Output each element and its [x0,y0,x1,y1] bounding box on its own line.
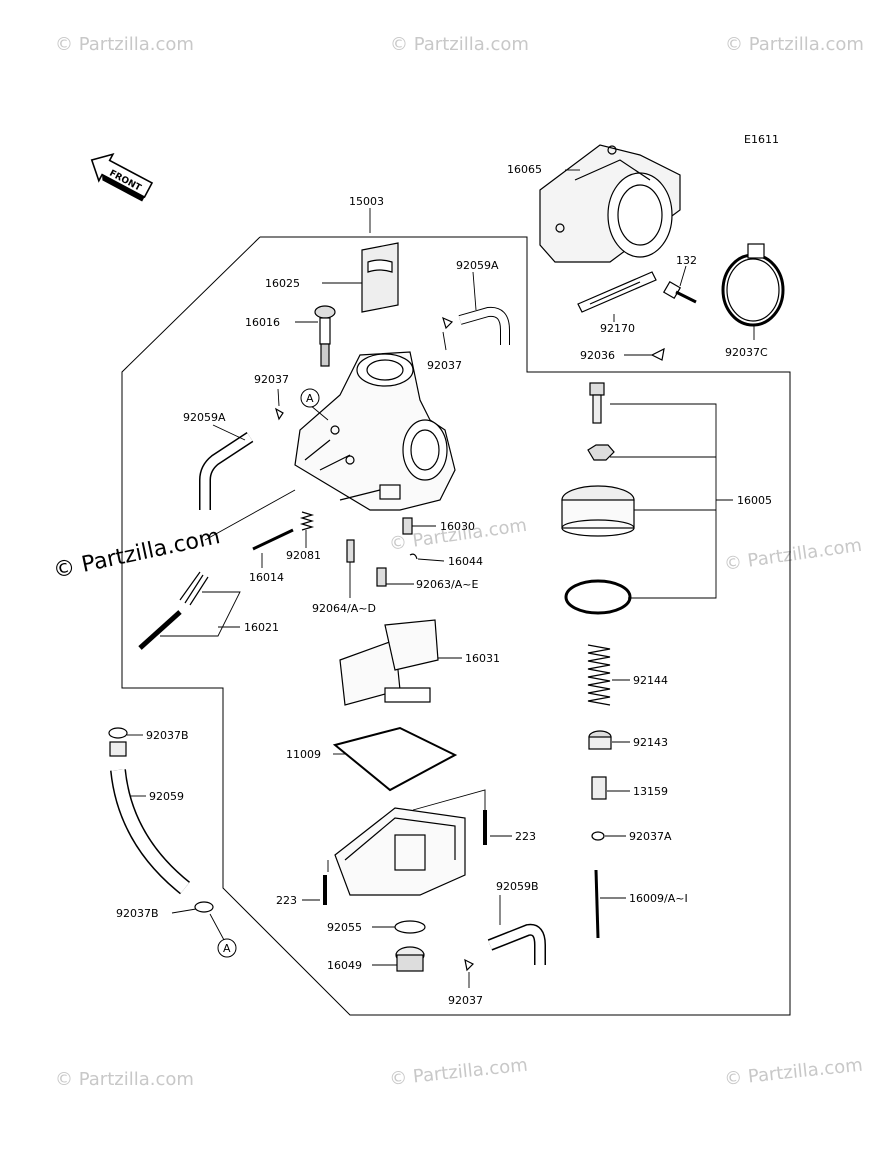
o-ring-icon [564,579,632,615]
clip-icon [194,901,214,913]
clip-icon [650,347,665,361]
part-label-92036[interactable]: 92036 [580,349,615,362]
clip-icon [274,407,284,421]
part-label-92037-top[interactable]: 92037 [427,359,462,372]
jet-needle-icon [594,869,600,939]
part-label-132[interactable]: 132 [676,254,697,267]
part-label-16005[interactable]: 16005 [737,494,772,507]
part-label-92059[interactable]: 92059 [149,790,184,803]
part-label-92144[interactable]: 92144 [633,674,668,687]
part-label-92170[interactable]: 92170 [600,322,635,335]
spring-icon [587,644,611,706]
vent-tube-icon [487,923,546,965]
clip-icon [464,958,475,972]
vent-tube-icon [199,431,254,510]
holder-icon [588,730,612,750]
watermark-text: © Partzilla.com [390,34,529,55]
part-label-92037-bottom[interactable]: 92037 [448,994,483,1007]
part-label-92059a-left[interactable]: 92059A [183,411,226,424]
callout-label: A [223,942,231,955]
part-label-16065[interactable]: 16065 [507,163,542,176]
part-label-92064[interactable]: 92064/A~D [312,602,376,615]
part-label-11009[interactable]: 11009 [286,748,321,761]
assembly-outline [121,236,791,1016]
watermark-main: © Partzilla.com [51,524,222,584]
carburetor-body-icon [294,351,456,511]
needle-clip-icon [591,776,607,800]
part-labels: 16065 15003 16025 92059A 16016 92037 920… [116,163,772,1007]
drain-plug-icon [395,946,425,972]
pilot-jet-icon [346,539,355,563]
part-label-92059b[interactable]: 92059B [496,880,539,893]
part-label-92037c[interactable]: 92037C [725,346,768,359]
part-label-16016[interactable]: 16016 [245,316,280,329]
part-label-16009[interactable]: 16009/A~I [629,892,688,905]
part-label-16025[interactable]: 16025 [265,277,300,290]
part-label-223-right[interactable]: 223 [515,830,536,843]
callout-a-top: A [300,388,320,408]
part-label-92037b-top[interactable]: 92037B [146,729,189,742]
float-icon [339,619,439,706]
part-illustrations [108,144,785,972]
part-label-92081[interactable]: 92081 [286,549,321,562]
callout-a-bottom: A [217,938,237,958]
watermark-text: © Partzilla.com [388,1055,528,1090]
clip-icon [591,831,605,841]
jet-icon [402,517,413,535]
main-jet-icon [376,567,387,587]
spring-icon [299,511,315,531]
gasket-icon [332,726,458,792]
part-label-16021[interactable]: 16021 [244,621,279,634]
nut-icon [587,444,615,461]
part-label-223-left[interactable]: 223 [276,894,297,907]
vent-tube-icon [458,306,510,345]
cap-bolt-icon [589,382,605,424]
watermark-text: © Partzilla.com [55,1069,194,1090]
o-ring-icon [409,553,418,560]
part-label-16014[interactable]: 16014 [249,571,284,584]
idle-screw-icon [138,610,182,650]
clamp-icon [721,243,785,327]
bracket-icon [577,271,657,313]
part-label-16049[interactable]: 16049 [327,959,362,972]
spring-icon [179,571,209,606]
part-label-16044[interactable]: 16044 [448,555,483,568]
throttle-valve-icon [361,242,399,313]
part-label-16030[interactable]: 16030 [440,520,475,533]
front-arrow-icon: FRONT [90,152,154,202]
watermark-text: © Partzilla.com [55,34,194,55]
clip-icon [442,316,454,330]
watermark-text: © Partzilla.com [725,34,864,55]
o-ring-icon [394,920,426,934]
part-label-15003[interactable]: 15003 [349,195,384,208]
part-label-16031[interactable]: 16031 [465,652,500,665]
hose-icon [110,769,191,895]
clip-icon [108,727,128,739]
part-label-92037b-bottom[interactable]: 92037B [116,907,159,920]
part-label-92143[interactable]: 92143 [633,736,668,749]
callout-label: A [306,392,314,405]
throttle-stop-screw-icon [314,305,336,367]
carburetor-cap-icon [561,485,635,537]
watermark-text: © Partzilla.com [723,1055,863,1090]
hose-fitting-icon [109,741,127,757]
bolt-icon [662,280,697,304]
float-bowl-icon [334,807,466,896]
watermark-text: © Partzilla.com [723,535,863,575]
part-label-13159[interactable]: 13159 [633,785,668,798]
diagram-code: E1611 [744,133,779,146]
part-label-92037-left[interactable]: 92037 [254,373,289,386]
part-label-92055[interactable]: 92055 [327,921,362,934]
leader-lines [127,169,755,988]
intake-holder-icon [539,144,681,263]
part-label-92059a-top[interactable]: 92059A [456,259,499,272]
part-label-92037a[interactable]: 92037A [629,830,672,843]
pilot-screw-icon [252,528,294,551]
part-label-92063[interactable]: 92063/A~E [416,578,478,591]
